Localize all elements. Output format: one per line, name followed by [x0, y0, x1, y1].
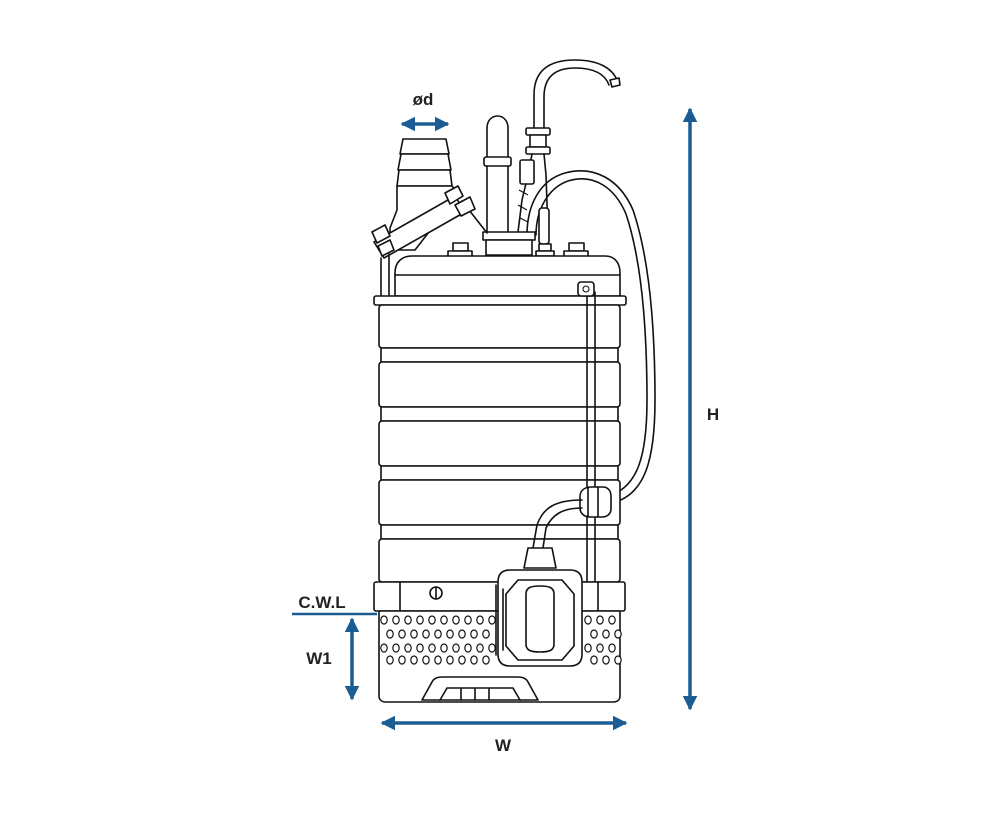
strainer-hole	[428, 615, 436, 625]
height-dimension: H	[682, 107, 719, 711]
strainer-hole	[380, 643, 388, 653]
pump-body	[371, 59, 656, 703]
strainer-hole	[416, 643, 424, 653]
strainer-hole	[422, 655, 430, 665]
strainer-hole	[452, 615, 460, 625]
strainer-hole	[464, 643, 472, 653]
strainer-hole	[476, 615, 484, 625]
strainer-hole	[482, 655, 490, 665]
strainer-hole	[386, 629, 394, 639]
strainer-hole	[470, 655, 478, 665]
strainer-hole	[428, 643, 436, 653]
strainer-hole	[404, 643, 412, 653]
od-dimension: ød	[400, 90, 450, 132]
strainer-hole	[440, 615, 448, 625]
width-label: W	[495, 736, 512, 755]
strainer-hole	[386, 655, 394, 665]
strainer-hole	[596, 615, 604, 625]
strainer-hole	[380, 615, 388, 625]
w1-label: W1	[306, 649, 332, 668]
strainer-hole	[614, 655, 622, 665]
strainer-hole	[398, 629, 406, 639]
strainer-hole	[434, 655, 442, 665]
strainer-hole	[488, 643, 496, 653]
strainer-hole	[422, 629, 430, 639]
strainer-hole	[596, 643, 604, 653]
strainer-hole	[608, 643, 616, 653]
strainer-hole	[434, 629, 442, 639]
strainer-hole	[392, 643, 400, 653]
strainer-hole	[602, 655, 610, 665]
od-label: ød	[413, 90, 434, 109]
strainer-hole	[458, 629, 466, 639]
strainer-hole	[608, 615, 616, 625]
strainer-hole	[440, 643, 448, 653]
strainer-hole	[452, 643, 460, 653]
strainer-hole	[410, 655, 418, 665]
strainer-holes	[380, 615, 622, 665]
strainer-hole	[590, 655, 598, 665]
strainer-hole	[590, 629, 598, 639]
strainer-hole	[482, 629, 490, 639]
strainer-hole	[404, 615, 412, 625]
strainer-hole	[398, 655, 406, 665]
width-dimension: W	[380, 715, 628, 755]
strainer-hole	[446, 629, 454, 639]
w1-dimension: W1	[306, 617, 360, 701]
strainer-hole	[470, 629, 478, 639]
strainer-hole	[584, 615, 592, 625]
strainer-hole	[464, 615, 472, 625]
strainer-hole	[458, 655, 466, 665]
strainer-hole	[614, 629, 622, 639]
height-label: H	[707, 405, 719, 424]
strainer-hole	[410, 629, 418, 639]
strainer-hole	[446, 655, 454, 665]
strainer-hole	[584, 643, 592, 653]
strainer-hole	[392, 615, 400, 625]
strainer-hole	[476, 643, 484, 653]
cwl-label: C.W.L	[298, 593, 345, 612]
cwl-dimension: C.W.L	[292, 593, 377, 616]
strainer-hole	[488, 615, 496, 625]
strainer-hole	[602, 629, 610, 639]
strainer-hole	[416, 615, 424, 625]
